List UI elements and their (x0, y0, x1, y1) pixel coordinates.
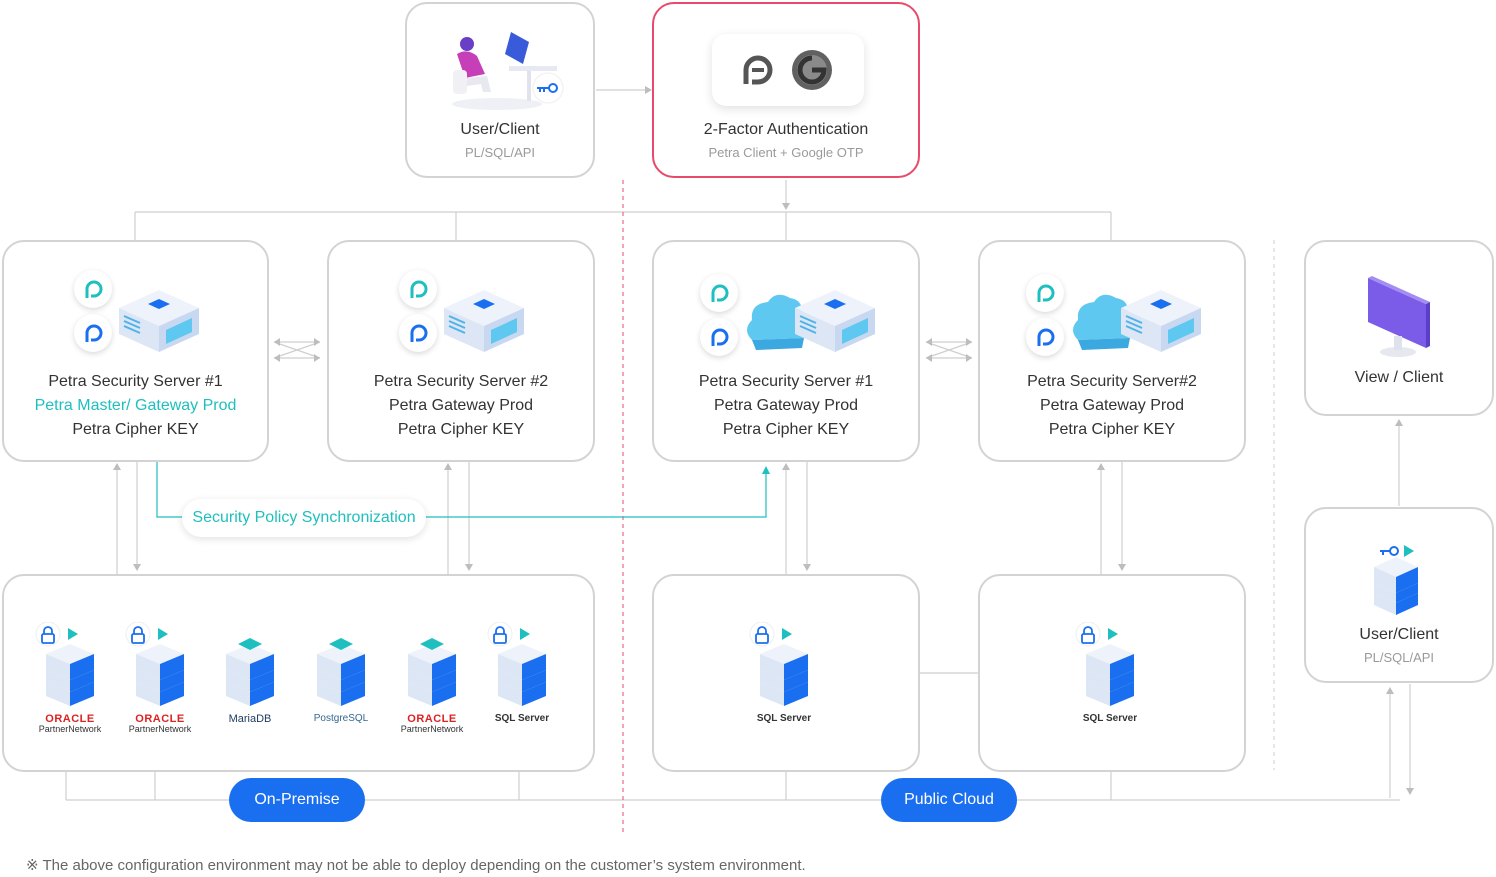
database-server-icon (394, 622, 474, 719)
user-client-box: User/Client PL/SQL/API (405, 2, 595, 178)
mariadb-logo: MariaDB (228, 713, 272, 725)
database-server-icon (746, 621, 826, 719)
cloud-server-1-line1: Petra Security Server #1 (698, 373, 874, 390)
petra-badge-icon (700, 274, 738, 312)
cloud-server-1-line2: Petra Gateway Prod (713, 397, 859, 414)
view-client-title: View / Client (1354, 369, 1444, 386)
server-icon (119, 290, 199, 352)
mariadb-brand: MariaDB (210, 713, 290, 725)
oracle-partner-label: PartnerNetwork (400, 724, 464, 734)
petra-badge-icon (74, 314, 112, 352)
user-client-sub: PL/SQL/API (464, 145, 536, 160)
user-at-desk-icon (452, 32, 564, 110)
onprem-server-2-line2: Petra Gateway Prod (388, 397, 534, 414)
oracle-partner-label: PartnerNetwork (128, 724, 192, 734)
petra-badge-icon (399, 270, 437, 308)
security-policy-sync-label: Security Policy Synchronization (182, 499, 426, 537)
petra-badge-icon (399, 314, 437, 352)
oracle-partner-label: PartnerNetwork (38, 724, 102, 734)
cloud-server-2-line1: Petra Security Server#2 (1027, 373, 1197, 390)
sqlserver-brand: SQL Server (1070, 714, 1150, 724)
petra-badge-icon (700, 318, 738, 356)
database-server-icon (1072, 621, 1152, 719)
view-client-box: View / Client (1304, 240, 1494, 416)
cloud-server-2-line2: Petra Gateway Prod (1039, 397, 1185, 414)
server-icon (1121, 290, 1201, 352)
cloud-server-1-line3: Petra Cipher KEY (722, 421, 850, 438)
postgres-brand: PostgreSQL (301, 714, 381, 724)
cloud-icon (1073, 294, 1134, 350)
cloud-server-2-box: Petra Security Server#2 Petra Gateway Pr… (978, 240, 1246, 462)
onprem-server-2-line3: Petra Cipher KEY (397, 421, 525, 438)
onprem-server-2-box: Petra Security Server #2 Petra Gateway P… (327, 240, 595, 462)
oracle-logo: ORACLE (135, 713, 185, 725)
sql-server-logo: SQL Server (1082, 713, 1138, 724)
db-server-stack-icon (1374, 545, 1418, 615)
cloud-db-box-1: SQL Server (652, 574, 920, 772)
auth-logos-card (712, 34, 864, 106)
cloud-server-2-line3: Petra Cipher KEY (1048, 421, 1176, 438)
sqlserver-brand: SQL Server (744, 714, 824, 724)
petra-logo-icon (743, 55, 773, 85)
right-user-client-title: User/Client (1359, 626, 1439, 643)
server-icon (795, 290, 875, 352)
right-user-client-sub: PL/SQL/API (1363, 650, 1435, 665)
user-client-title: User/Client (460, 121, 540, 138)
cloud-db-box-2: SQL Server (978, 574, 1246, 772)
footnote: ※ The above configuration environment ma… (26, 857, 806, 874)
onprem-server-2-line1: Petra Security Server #2 (373, 373, 549, 390)
database-server-icon (32, 621, 112, 719)
google-authenticator-icon (792, 50, 832, 90)
two-factor-sub: Petra Client + Google OTP (708, 145, 864, 160)
oracle-logo: ORACLE (407, 713, 457, 725)
right-user-client-box: User/Client PL/SQL/API (1304, 507, 1494, 683)
two-factor-box: 2-Factor Authentication Petra Client + G… (652, 2, 920, 178)
sql-server-logo: SQL Server (756, 713, 812, 724)
onprem-server-1-line2: Petra Master/ Gateway Prod (34, 397, 237, 414)
oracle-logo: ORACLE (45, 713, 95, 725)
database-server-icon (303, 622, 383, 719)
sql-server-logo: SQL Server (494, 713, 550, 724)
monitor-icon (1368, 276, 1430, 357)
database-server-icon (212, 622, 292, 719)
database-server-icon (484, 621, 564, 719)
onprem-server-1-box: Petra Security Server #1 Petra Master/ G… (2, 240, 269, 462)
public-cloud-pill: Public Cloud (881, 778, 1017, 822)
two-factor-title: 2-Factor Authentication (703, 121, 869, 138)
database-server-icon (122, 621, 202, 719)
postgresql-logo: PostgreSQL (313, 713, 369, 724)
onprem-server-1-line1: Petra Security Server #1 (48, 373, 223, 390)
cloud-server-1-box: Petra Security Server #1 Petra Gateway P… (652, 240, 920, 462)
petra-badge-icon (1026, 274, 1064, 312)
onprem-server-1-line3: Petra Cipher KEY (72, 421, 199, 438)
cloud-icon (747, 294, 808, 350)
petra-badge-icon (74, 270, 112, 308)
on-premise-pill: On-Premise (229, 778, 365, 822)
sqlserver-brand: SQL Server (482, 714, 562, 724)
petra-badge-icon (1026, 318, 1064, 356)
server-icon (444, 290, 524, 352)
